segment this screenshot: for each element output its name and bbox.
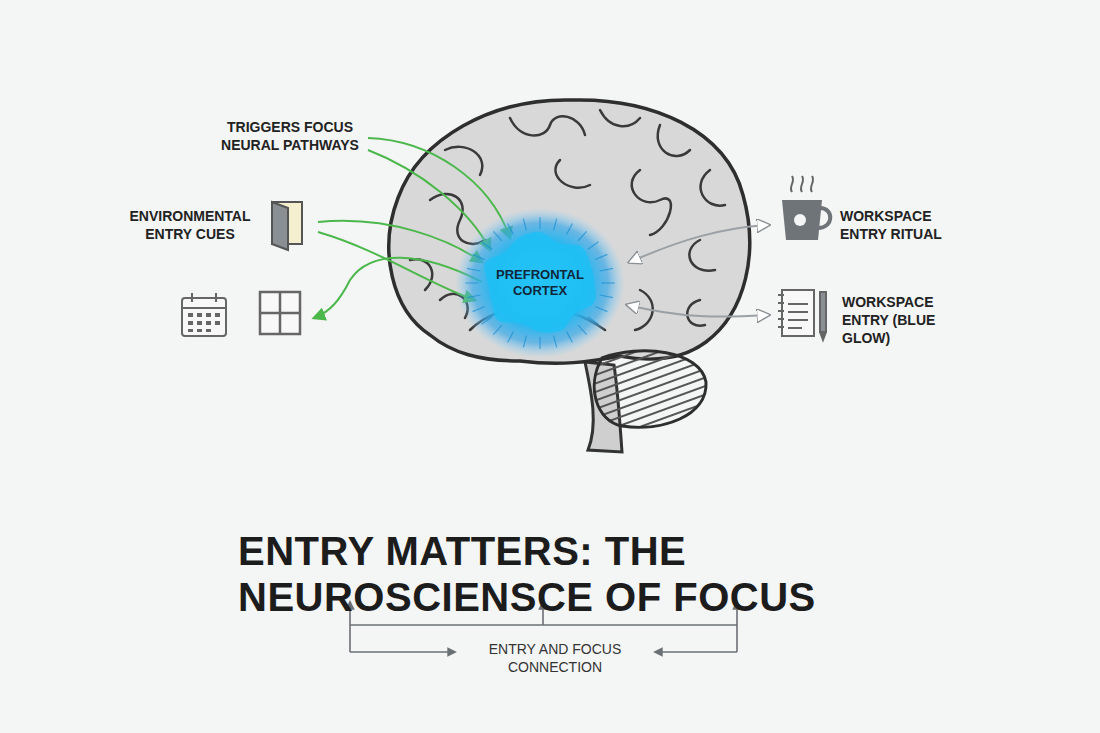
callout-label: ENVIRONMENTAL ENTRY CUES <box>110 207 270 243</box>
white-arrows <box>628 225 768 317</box>
callout-label: WORKSPACE ENTRY (BLUE GLOW) <box>842 293 952 347</box>
title: ENTRY MATTERS: THE NEUROSCIENSCE OF FOCU… <box>238 528 918 620</box>
door-icon <box>272 202 302 250</box>
cerebellum <box>594 351 706 427</box>
window-icon <box>260 292 300 334</box>
callout-label: TRIGGERS FOCUS NEURAL PATHWAYS <box>205 118 375 154</box>
callout-label: WORKSPACE ENTRY RITUAL <box>840 207 960 243</box>
calendar-icon <box>182 293 226 336</box>
region-label: PREFRONTAL CORTEX <box>490 267 590 299</box>
notebook-icon <box>778 290 826 340</box>
coffee-cup-icon <box>782 176 830 240</box>
brain-outline <box>389 100 750 363</box>
bracket-label: ENTRY AND FOCUS CONNECTION <box>465 640 645 676</box>
brain-region: PREFRONTAL CORTEX <box>455 208 625 358</box>
